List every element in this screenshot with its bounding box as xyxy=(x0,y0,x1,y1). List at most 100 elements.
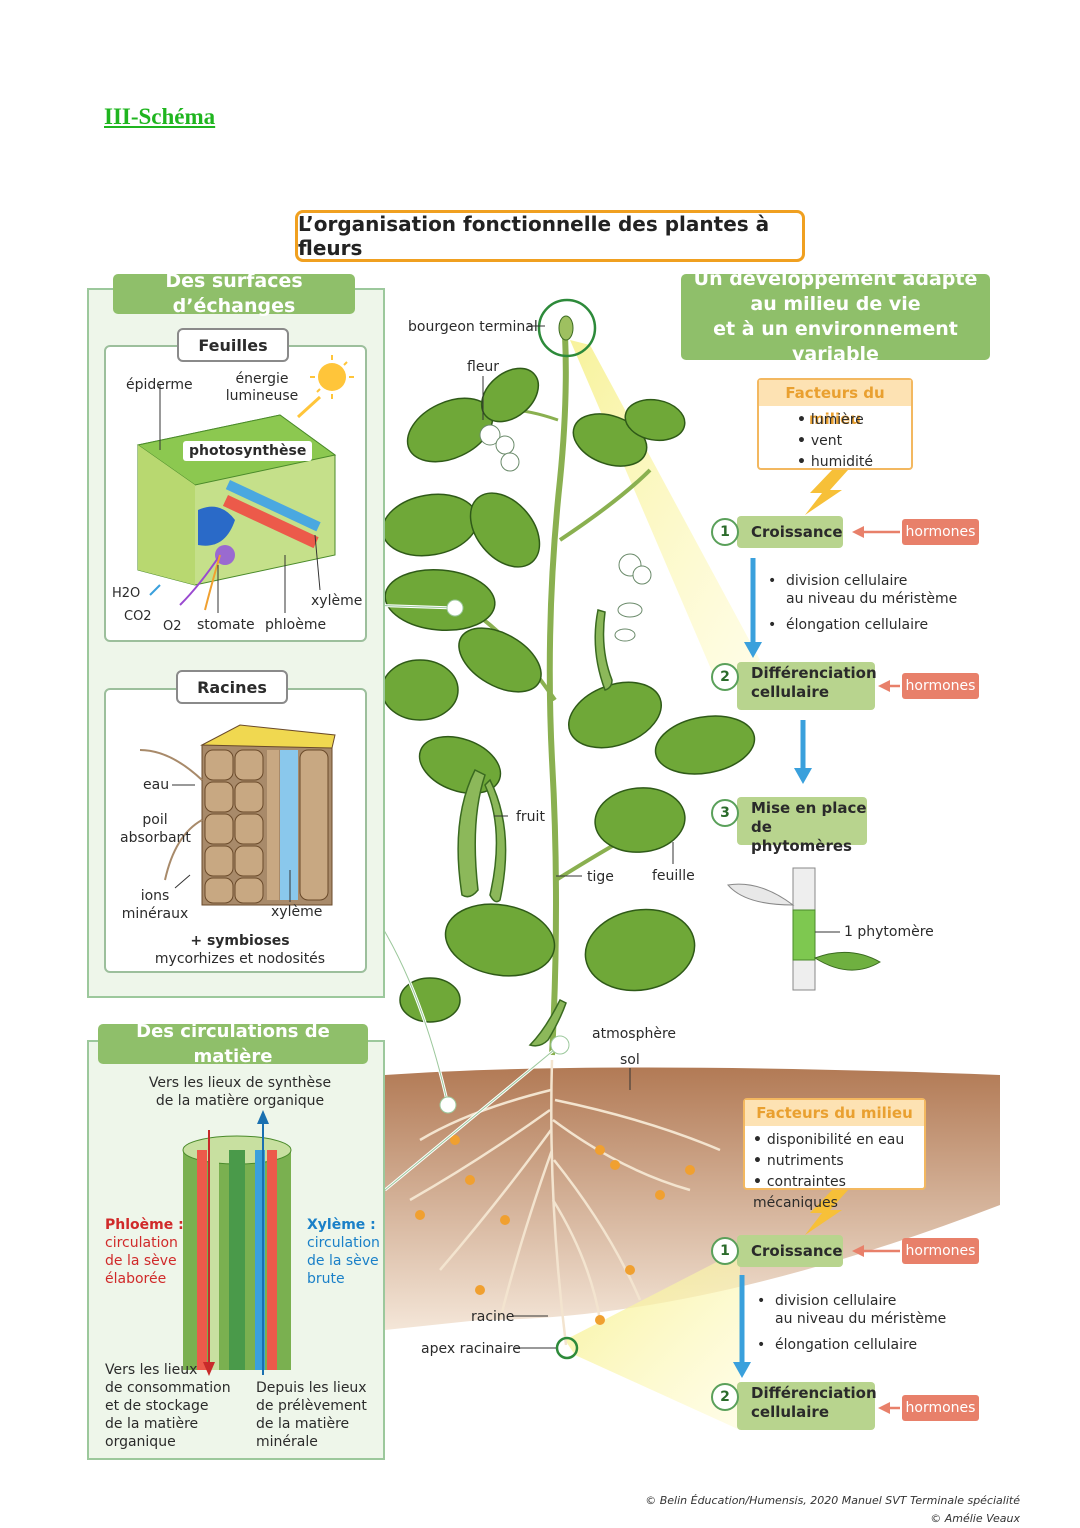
conso-line-3: et de stockage xyxy=(105,1398,209,1414)
co2-label: CO2 xyxy=(124,609,152,624)
sun-icon xyxy=(318,363,346,391)
stem xyxy=(546,334,569,1056)
development-title-line-1: Un développement adapté xyxy=(693,268,978,290)
step-differenciation-bottom-l2: cellulaire xyxy=(751,1403,830,1421)
elongation-top: élongation cellulaire xyxy=(786,617,929,633)
credit-publisher: © Belin Éducation/Humensis, 2020 Manuel … xyxy=(645,1494,1020,1507)
phytomere-drawing xyxy=(727,867,881,991)
bullet-dot-4: • xyxy=(757,1337,766,1353)
root-section-diagram xyxy=(139,724,336,906)
atmosphere-label: atmosphère xyxy=(592,1026,676,1042)
development-title: Un développement adapté au milieu de vie… xyxy=(681,268,990,365)
factor-contraintes: contraintes mécaniques xyxy=(753,1172,914,1214)
division-line-1-bottom: division cellulaire xyxy=(775,1293,897,1309)
step-croissance-top: Croissance xyxy=(737,516,843,548)
h2o-label: H2O xyxy=(112,586,141,601)
factor-nutriments: nutriments xyxy=(753,1151,914,1172)
apex-label: apex racinaire xyxy=(421,1341,521,1357)
nodules xyxy=(415,1135,695,1325)
conso-line-4: de la matière xyxy=(105,1416,199,1432)
prelev-line-1: Depuis les lieux xyxy=(256,1380,367,1396)
phloeme-title: Phloème : xyxy=(105,1217,184,1233)
apex-circle xyxy=(555,1336,579,1360)
exchange-title: Des surfaces d’échanges xyxy=(113,270,355,317)
vascular-bundle-diagram xyxy=(182,1110,292,1376)
step-phytomeres-l2: de phytomères xyxy=(751,818,852,855)
xyleme-line-3: brute xyxy=(307,1271,345,1287)
mycorhizes-label: mycorhizes et nodosités xyxy=(154,951,326,967)
flowers xyxy=(479,424,652,642)
roots-label: Racines xyxy=(176,670,288,704)
conso-line-1: Vers les lieux xyxy=(105,1362,198,1378)
factors-box-top: Facteurs du milieu lumière vent humidité xyxy=(757,378,913,470)
phloeme-line-2: de la sève xyxy=(105,1253,177,1269)
conso-line-5: organique xyxy=(105,1434,176,1450)
step-differenciation-bottom-l1: Différenciation xyxy=(751,1384,877,1402)
lumineuse-label: lumineuse xyxy=(225,388,299,404)
light-beam-bottom xyxy=(565,1250,740,1430)
leaves-label: Feuilles xyxy=(177,328,289,362)
hormones-badge-4: hormones xyxy=(902,1395,979,1421)
factor-humidite: humidité xyxy=(797,452,901,473)
step-differenciation-top-l2: cellulaire xyxy=(751,683,830,701)
factors-title-top: Facteurs du milieu xyxy=(759,380,911,428)
division-line-2-bottom: au niveau du méristème xyxy=(775,1311,947,1327)
hormones-badge-2: hormones xyxy=(902,673,979,699)
development-title-line-2: au milieu de vie xyxy=(750,293,921,315)
step-number-3: 3 xyxy=(711,799,739,827)
xyleme-label-leaf: xylème xyxy=(311,593,363,609)
step-differenciation-top-l1: Différenciation xyxy=(751,664,877,682)
step-croissance-bottom: Croissance xyxy=(737,1235,843,1267)
development-title-line-3: et à un environnement variable xyxy=(713,318,958,365)
racine-label: racine xyxy=(471,1309,515,1325)
bean-pods xyxy=(457,609,613,1047)
bourgeon-label: bourgeon terminal xyxy=(408,319,538,335)
phloeme-line-3: élaborée xyxy=(105,1271,167,1287)
step-differenciation-top: Différenciation cellulaire xyxy=(737,662,877,710)
step-phytomeres: Mise en place de phytomères xyxy=(737,797,867,855)
vers-synthese-2: de la matière organique xyxy=(155,1093,325,1109)
fleur-label: fleur xyxy=(467,359,500,375)
phytomere-label: 1 phytomère xyxy=(844,924,934,940)
step-number-1-bottom: 1 xyxy=(711,1237,739,1265)
vers-synthese-1: Vers les lieux de synthèse xyxy=(148,1075,332,1091)
o2-label: O2 xyxy=(163,619,182,634)
ions-label: ions xyxy=(140,888,170,904)
section-title: III-Schéma xyxy=(104,104,216,129)
roots xyxy=(409,1059,721,1346)
prelev-line-4: minérale xyxy=(256,1434,318,1450)
bullet-dot-1: • xyxy=(768,573,777,589)
prelev-line-3: de la matière xyxy=(256,1416,350,1432)
absorbant-label: absorbant xyxy=(120,830,191,846)
conso-line-2: de consommation xyxy=(105,1380,231,1396)
step-phytomeres-l1: Mise en place xyxy=(751,799,867,817)
phloeme-line-1: circulation xyxy=(105,1235,178,1251)
phloeme-label: phloème xyxy=(265,617,327,633)
tige-label: tige xyxy=(587,869,614,885)
prelev-line-2: de prélèvement xyxy=(256,1398,367,1414)
hormones-badge-3: hormones xyxy=(902,1238,979,1264)
elongation-bottom: élongation cellulaire xyxy=(775,1337,918,1353)
poil-label: poil xyxy=(142,812,168,828)
photosynthese-label: photosynthèse xyxy=(183,441,313,461)
division-line-2-top: au niveau du méristème xyxy=(786,591,958,607)
bullet-dot-3: • xyxy=(757,1293,766,1309)
factor-lumiere: lumière xyxy=(797,410,901,431)
xyleme-title: Xylème : xyxy=(307,1217,376,1233)
xyleme-line-1: circulation xyxy=(307,1235,380,1251)
factor-eau: disponibilité en eau xyxy=(753,1130,914,1151)
bud-circle xyxy=(537,298,597,358)
factor-vent: vent xyxy=(797,431,901,452)
epiderme-label: épiderme xyxy=(126,377,193,393)
factors-title-bottom: Facteurs du milieu xyxy=(745,1100,924,1126)
factors-box-bottom: Facteurs du milieu disponibilité en eau … xyxy=(743,1098,926,1211)
hormones-badge-1: hormones xyxy=(902,519,979,545)
leaves xyxy=(381,367,756,1023)
fruit-label: fruit xyxy=(516,809,545,825)
bullet-dot-2: • xyxy=(768,617,777,633)
division-line-1-top: division cellulaire xyxy=(786,573,908,589)
sol-label: sol xyxy=(620,1052,640,1068)
xyleme-line-2: de la sève xyxy=(307,1253,379,1269)
credit-author: © Amélie Veaux xyxy=(930,1512,1020,1525)
